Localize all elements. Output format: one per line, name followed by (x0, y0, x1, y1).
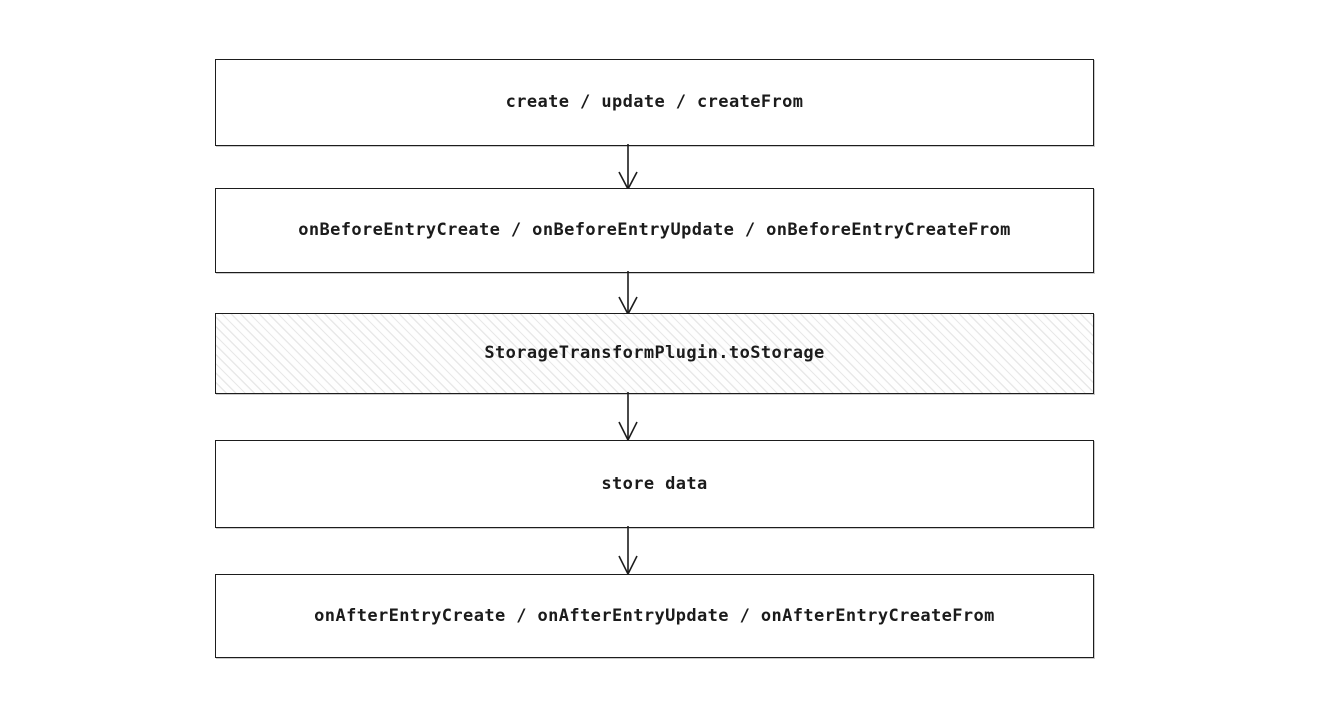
arrowhead-open-v (618, 555, 638, 576)
flow-node-store-data[interactable]: store data (215, 440, 1094, 528)
flow-node-store-data-label: store data (601, 473, 708, 494)
arrowhead-open-v (618, 171, 638, 191)
flow-node-storage-transform-plugin[interactable]: StorageTransformPlugin.toStorage (215, 313, 1094, 394)
flow-edge-store-to-after (560, 526, 700, 576)
arrowhead-open-v (618, 296, 638, 316)
flow-node-before-hooks-label: onBeforeEntryCreate / onBeforeEntryUpdat… (298, 220, 1011, 240)
flow-node-before-hooks[interactable]: onBeforeEntryCreate / onBeforeEntryUpdat… (215, 188, 1094, 273)
flow-node-create-label: create / update / createFrom (505, 92, 804, 112)
flow-node-after-hooks[interactable]: onAfterEntryCreate / onAfterEntryUpdate … (215, 574, 1094, 658)
flow-edge-before-to-plugin (560, 271, 700, 316)
flow-node-create[interactable]: create / update / createFrom (215, 59, 1094, 146)
flow-edge-plugin-to-store (560, 392, 700, 442)
flow-edge-create-to-before (560, 144, 700, 191)
flow-node-after-hooks-label: onAfterEntryCreate / onAfterEntryUpdate … (314, 605, 995, 626)
arrowhead-open-v (618, 421, 638, 442)
flow-node-storage-transform-plugin-label: StorageTransformPlugin.toStorage (484, 343, 825, 363)
